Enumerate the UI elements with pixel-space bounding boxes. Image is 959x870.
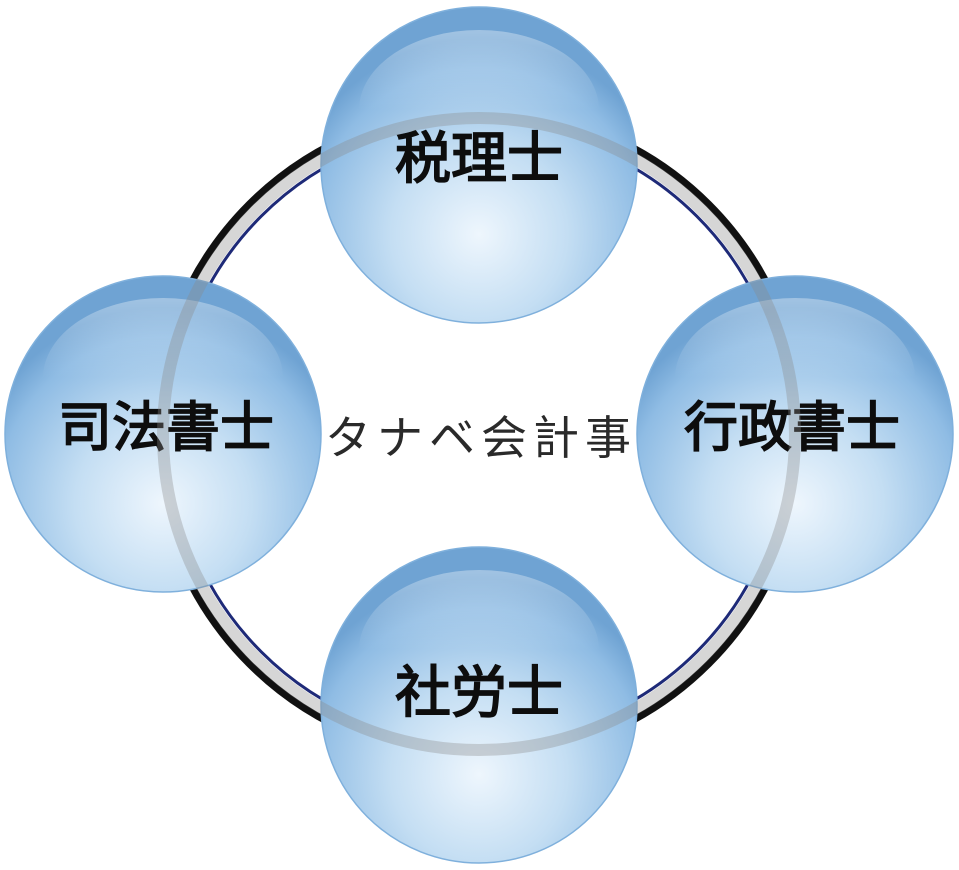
node-label: 社労士 [395, 661, 563, 726]
node-label: 行政書士 [684, 396, 900, 459]
overlay-ring [157, 112, 801, 756]
node-tax-accountant: 税理士 [320, 6, 638, 324]
node-label: 司法書士 [58, 396, 274, 459]
node-label: 税理士 [395, 127, 563, 192]
node-administrative-scrivener: 行政書士 [636, 275, 954, 593]
node-judicial-scrivener: 司法書士 [4, 275, 322, 593]
node-labor-consultant: 社労士 [320, 546, 638, 864]
